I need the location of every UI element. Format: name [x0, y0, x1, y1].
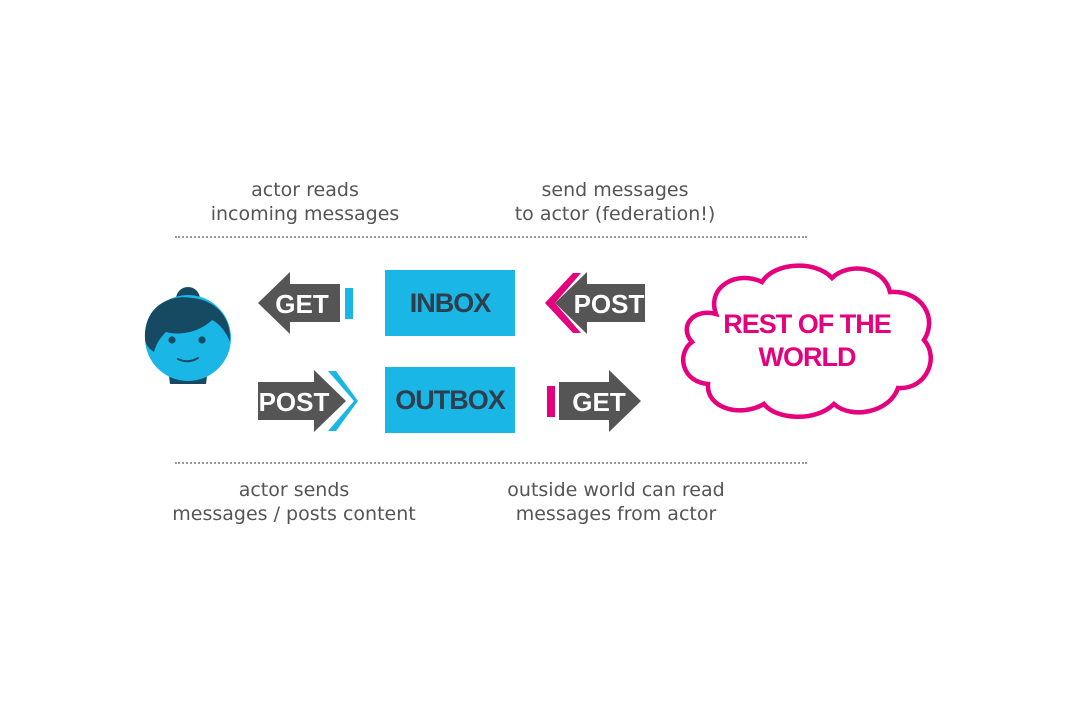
person-avatar-icon: [144, 287, 231, 384]
post-arrow-right: POST: [258, 370, 358, 432]
caption-actor-sends: actor sends messages / posts content: [164, 478, 424, 526]
post-arrow-label: POST: [574, 289, 645, 319]
caption-outside-world: outside world can read messages from act…: [490, 478, 742, 526]
get-arrow-label: GET: [572, 387, 626, 417]
inbox-box: INBOX: [385, 270, 515, 336]
caption-line: messages / posts content: [172, 503, 416, 525]
caption-line: actor sends: [238, 479, 350, 501]
cloud-label-line: REST OF THE: [723, 309, 892, 339]
cloud-label: REST OF THE WORLD: [676, 308, 938, 374]
caption-line: outside world can read: [507, 479, 725, 501]
caption-line: messages from actor: [515, 503, 717, 525]
divider-top: [175, 236, 807, 238]
get-arrow-label: GET: [275, 289, 329, 319]
caption-line: actor reads: [251, 179, 359, 201]
cloud-shape: [681, 263, 933, 419]
post-arrow-label: POST: [259, 387, 330, 417]
outbox-label: OUTBOX: [395, 384, 506, 415]
get-arrow-left: GET: [258, 272, 353, 334]
rest-of-world-cloud: REST OF THE WORLD: [676, 256, 938, 422]
inbox-label: INBOX: [409, 287, 492, 318]
post-arrow-left: POST: [545, 272, 645, 334]
get-arrow-right: GET: [547, 370, 641, 432]
caption-send-messages: send messages to actor (federation!): [495, 178, 735, 226]
caption-line: to actor (federation!): [514, 203, 716, 225]
cloud-label-line: WORLD: [758, 342, 857, 372]
outbox-box: OUTBOX: [385, 367, 515, 433]
caption-line: incoming messages: [210, 203, 400, 225]
caption-line: send messages: [541, 179, 689, 201]
caption-actor-reads: actor reads incoming messages: [195, 178, 415, 226]
divider-bottom: [175, 462, 807, 464]
